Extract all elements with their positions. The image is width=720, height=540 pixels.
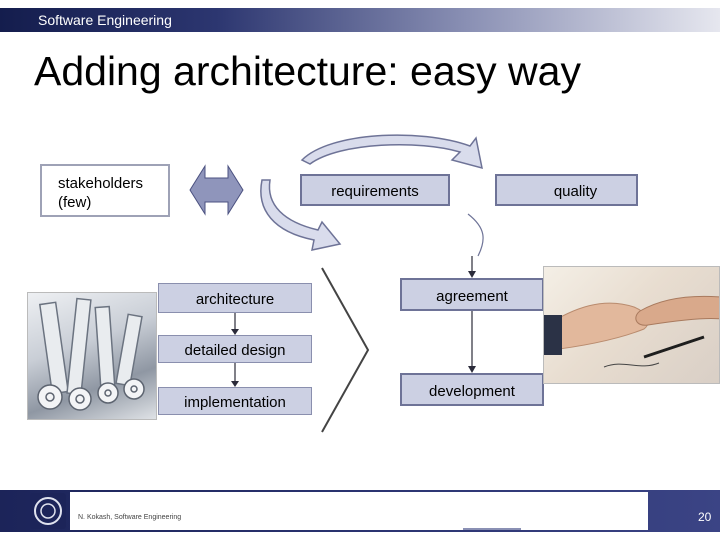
double-arrow — [189, 164, 244, 216]
requirements-box: requirements — [300, 174, 450, 206]
development-label: development — [429, 383, 515, 400]
footer-accent-line — [463, 528, 521, 530]
blueprint-rolls-image — [27, 292, 157, 420]
slide-title: Adding architecture: easy way — [34, 48, 581, 94]
footer-author: N. Kokash, Software Engineering — [78, 514, 182, 521]
architecture-label: architecture — [195, 291, 275, 308]
chevron-bracket — [321, 267, 370, 433]
handshake-image — [543, 266, 720, 384]
implementation-label: implementation — [184, 394, 286, 411]
top-banner: Software Engineering — [0, 8, 720, 32]
architecture-box: architecture — [158, 283, 312, 313]
development-box: development — [400, 373, 544, 406]
detailed-design-box: detailed design — [158, 335, 312, 363]
implementation-box: implementation — [158, 387, 312, 415]
course-label: Software Engineering — [38, 12, 172, 28]
university-seal-icon — [30, 493, 66, 529]
requirements-label: requirements — [331, 183, 419, 200]
agreement-box: agreement — [400, 278, 544, 311]
quality-box: quality — [495, 174, 638, 206]
detailed-design-label: detailed design — [184, 342, 286, 359]
stakeholders-box: stakeholders (few) — [40, 164, 170, 217]
agreement-label: agreement — [436, 288, 508, 305]
page-number: 20 — [698, 510, 712, 524]
quality-label: quality — [553, 183, 598, 200]
stakeholders-label: stakeholders (few) — [58, 175, 144, 211]
footer-panel — [70, 492, 648, 530]
cycle-arrows — [260, 134, 484, 257]
